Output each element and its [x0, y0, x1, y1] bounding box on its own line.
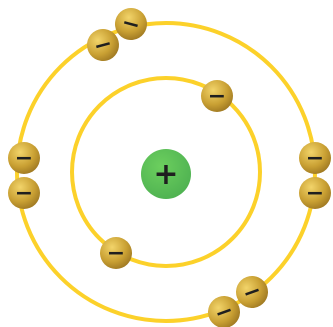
minus-icon: −: [15, 146, 33, 171]
minus-icon: −: [107, 241, 125, 266]
electron: −: [111, 4, 150, 43]
electron: −: [201, 80, 233, 112]
plus-icon: +: [153, 157, 178, 192]
electron: −: [299, 177, 331, 209]
minus-icon: −: [306, 181, 324, 206]
electron: −: [100, 237, 132, 269]
minus-icon: −: [15, 181, 33, 206]
nucleus: +: [141, 149, 191, 199]
electron: −: [8, 142, 40, 174]
minus-icon: −: [208, 84, 226, 109]
minus-icon: −: [306, 146, 324, 171]
electron: −: [8, 177, 40, 209]
electron: −: [299, 142, 331, 174]
